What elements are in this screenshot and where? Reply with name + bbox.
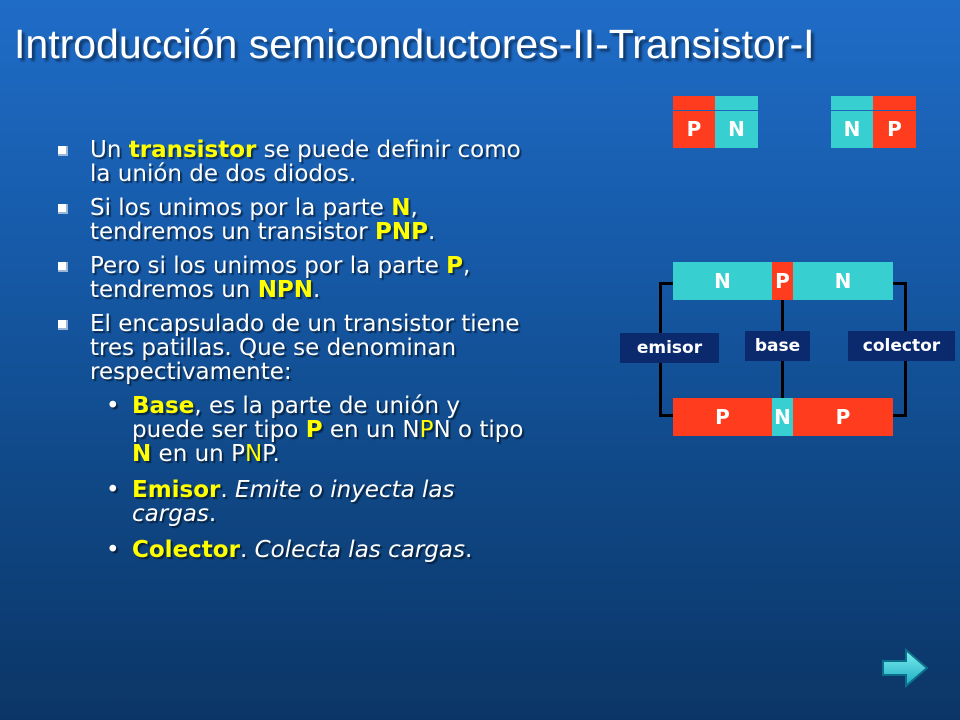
n-region: N xyxy=(772,398,793,436)
sub-list-item-base: • Base, es la parte de unión y puede ser… xyxy=(58,394,528,466)
text: . xyxy=(313,277,321,303)
text: P. xyxy=(262,441,280,467)
n-region: N xyxy=(715,111,758,148)
emisor-label: emisor xyxy=(620,333,719,363)
wire-left-bottom xyxy=(659,414,675,417)
list-item: El encapsulado de un transistor tiene tr… xyxy=(58,312,528,384)
p-region: P xyxy=(673,111,715,148)
list-item: Pero si los unimos por la parte P, tendr… xyxy=(58,254,528,302)
highlight-text: Colector xyxy=(132,537,240,563)
list-item: Si los unimos por la parte N, tendremos … xyxy=(58,196,528,244)
diode-np-shadow xyxy=(831,96,873,110)
text: , tendremos un transistor xyxy=(90,195,418,245)
text: . xyxy=(220,477,236,503)
highlight-text: N xyxy=(132,441,152,467)
base-label: base xyxy=(745,331,810,361)
p-region: P xyxy=(673,398,772,436)
highlight-text: NPN xyxy=(257,277,314,303)
diode-pn-shadow xyxy=(673,96,715,110)
highlight-text: Emisor xyxy=(132,477,221,503)
diode-np-shadow xyxy=(873,96,916,110)
text: . xyxy=(428,219,436,245)
diode-pn-shadow xyxy=(715,96,758,110)
colector-label: colector xyxy=(848,331,955,361)
italic-text: Colecta las cargas xyxy=(254,537,465,563)
highlight-text: P xyxy=(419,417,434,443)
highlight-text: P xyxy=(305,417,323,443)
wire-left-top xyxy=(659,282,675,285)
italic-text: Emite o inyecta las cargas xyxy=(132,477,455,527)
p-region: P xyxy=(873,111,916,148)
n-region: N xyxy=(831,111,873,148)
square-bullet-icon xyxy=(58,204,68,214)
text: N o tipo xyxy=(433,417,524,443)
list-item: Un transistor se puede definir como la u… xyxy=(58,138,528,186)
dot-bullet-icon: • xyxy=(106,393,120,419)
highlight-text: Base xyxy=(132,393,195,419)
text: en un P xyxy=(151,441,245,467)
square-bullet-icon xyxy=(58,262,68,272)
page-title: Introducción semiconductores-II-Transist… xyxy=(14,21,815,67)
highlight-text: N xyxy=(391,195,411,221)
highlight-text: N xyxy=(244,441,263,467)
text: El encapsulado de un transistor tiene tr… xyxy=(90,311,520,385)
sub-list-item-emisor: • Emisor. Emite o inyecta las cargas. xyxy=(58,478,528,526)
wire-right-top xyxy=(892,282,907,285)
text: . xyxy=(239,537,255,563)
text: , es la parte de unión y puede ser tipo xyxy=(132,393,461,443)
text: se puede definir como la unión de dos di… xyxy=(90,137,521,187)
dot-bullet-icon: • xyxy=(106,477,120,503)
p-region: P xyxy=(793,398,893,436)
dot-bullet-icon: • xyxy=(106,537,120,563)
text: , tendremos un xyxy=(90,253,471,303)
text: . xyxy=(208,501,217,527)
p-region: P xyxy=(772,262,793,300)
square-bullet-icon xyxy=(58,320,68,330)
text: Pero si los unimos por la parte xyxy=(90,253,447,279)
text: Si los unimos por la parte xyxy=(90,195,392,221)
next-arrow-icon[interactable] xyxy=(880,646,930,694)
wire-right-bottom xyxy=(892,414,907,417)
highlight-text: transistor xyxy=(128,137,257,163)
text: en un N xyxy=(322,417,420,443)
highlight-text: PNP xyxy=(375,219,429,245)
sub-list-item-colector: • Colector. Colecta las cargas. xyxy=(58,538,528,562)
text: Un xyxy=(90,137,129,163)
square-bullet-icon xyxy=(58,146,68,156)
text: . xyxy=(464,537,473,563)
highlight-text: P xyxy=(446,253,464,279)
n-region: N xyxy=(673,262,772,300)
n-region: N xyxy=(793,262,893,300)
bullet-list: Un transistor se puede definir como la u… xyxy=(58,138,528,574)
